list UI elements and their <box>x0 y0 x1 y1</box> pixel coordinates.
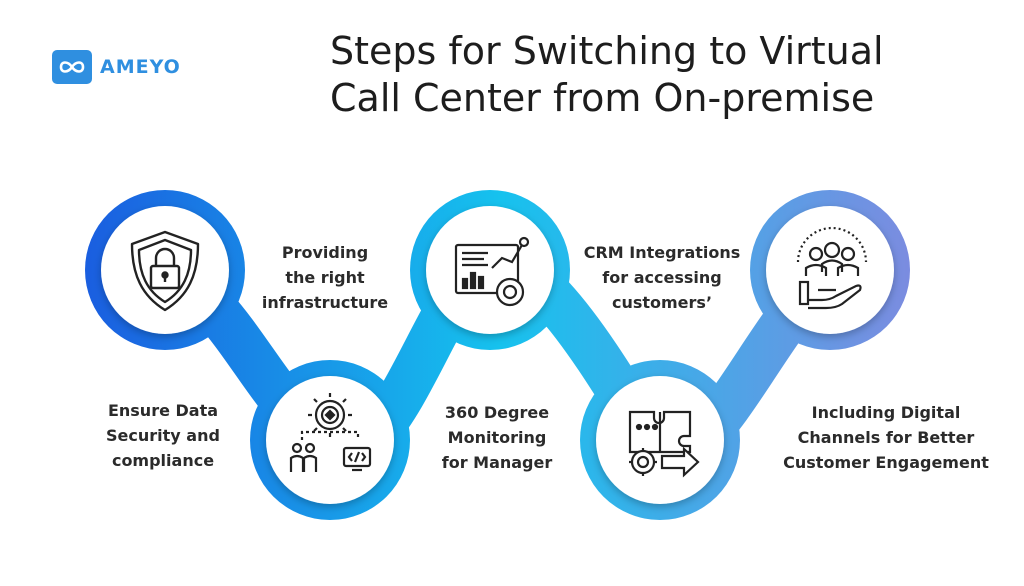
brand-logo: AMEYO <box>52 50 181 84</box>
step-4-line-1: CRM Integrations <box>583 243 741 262</box>
step-1-line-1: Ensure Data <box>107 401 219 420</box>
step-1-line-3: compliance <box>111 451 215 470</box>
customers-hand-icon <box>796 226 868 310</box>
step-label-5: Including Digital Channels for Better Cu… <box>754 400 1018 475</box>
step-label-3: 360 Degree Monitoring for Manager <box>412 400 582 475</box>
gear-team-computer-icon <box>289 393 372 472</box>
title-line-1: Steps for Switching to Virtual <box>330 29 884 73</box>
step-label-1: Ensure Data Security and compliance <box>78 398 248 473</box>
step-5-line-1: Including Digital <box>811 403 961 422</box>
step-5-line-2: Channels for Better <box>797 428 975 447</box>
step-1-disc <box>101 206 229 334</box>
step-4-line-3: customers’ <box>611 293 713 312</box>
step-2-line-3: infrastructure <box>261 293 389 312</box>
step-2-line-2: the right <box>285 268 365 287</box>
step-3-line-2: Monitoring <box>447 428 547 447</box>
step-3-disc <box>426 206 554 334</box>
step-1-line-2: Security and <box>106 426 220 445</box>
analytics-dashboard-icon <box>454 236 530 307</box>
title-line-2: Call Center from On-premise <box>330 76 875 120</box>
step-3-line-1: 360 Degree <box>444 403 550 422</box>
step-2-line-1: Providing <box>281 243 369 262</box>
step-5-line-3: Customer Engagement <box>783 453 989 472</box>
shield-lock-icon <box>130 230 200 312</box>
puzzle-integration-icon <box>628 410 700 478</box>
step-2-disc <box>266 376 394 504</box>
step-label-2: Providing the right infrastructure <box>240 240 410 315</box>
infinity-icon <box>52 50 92 84</box>
brand-name: AMEYO <box>100 56 181 78</box>
step-label-4: CRM Integrations for accessing customers… <box>562 240 762 315</box>
step-5-disc <box>766 206 894 334</box>
page-title: Steps for Switching to Virtual Call Cent… <box>330 28 1010 122</box>
step-3-line-3: for Manager <box>441 453 553 472</box>
step-4-line-2: for accessing <box>602 268 722 287</box>
